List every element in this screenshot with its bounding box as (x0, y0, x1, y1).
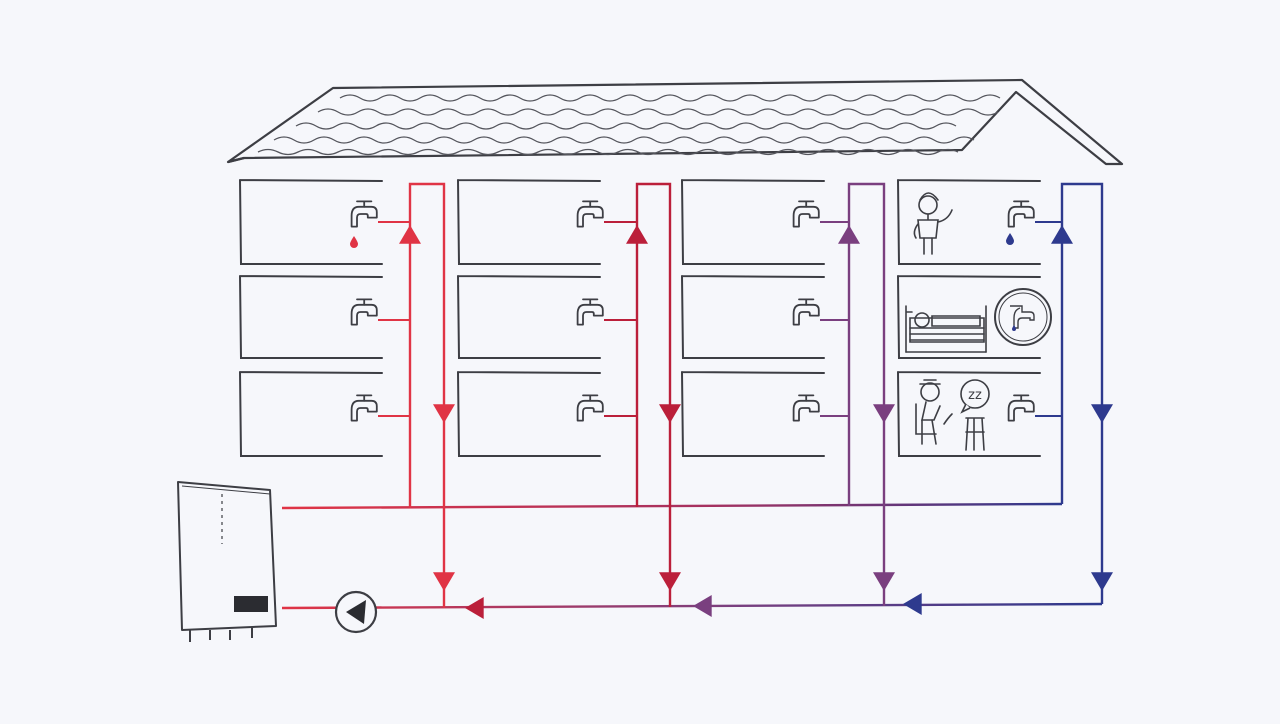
elderly-person-walker-icon (915, 379, 985, 451)
apartment-c1-f1 (239, 371, 383, 457)
speech-bubble-text: zz (968, 388, 982, 403)
tap-group (350, 200, 1035, 422)
down-arrow-column-1-riser (433, 404, 455, 423)
up-arrow-column-4 (1051, 225, 1073, 244)
hot-water-drop (350, 236, 358, 248)
speech-bubble: zz (960, 379, 990, 414)
up-arrow-column-1 (399, 225, 421, 244)
riser-column-3 (847, 182, 886, 606)
woman-waving-icon (913, 192, 953, 255)
pipe-network (281, 182, 1104, 610)
riser-column-2 (635, 182, 672, 607)
water-tap-icon (576, 200, 604, 228)
apartment-c3-f3 (681, 179, 825, 265)
return-main (281, 602, 1103, 610)
apartment-c2-f2 (457, 275, 601, 359)
water-tap-icon (576, 298, 604, 326)
circulation-pump-icon (334, 590, 378, 634)
down-arrow-column-1-drop (433, 572, 455, 591)
water-tap-icon (350, 394, 378, 422)
roof (226, 78, 1124, 166)
apartment-c4-f3 (897, 179, 1041, 265)
water-tap-icon (1007, 394, 1035, 422)
apartment-c1-f2 (239, 275, 383, 359)
sleeping-person-bed-icon (905, 305, 987, 353)
apartment-c3-f1 (681, 371, 825, 457)
left-arrow-return-2 (693, 595, 712, 617)
riser-column-1 (408, 182, 446, 608)
water-tap-icon (792, 394, 820, 422)
water-tap-icon (576, 394, 604, 422)
apartment-c4-f2 (897, 275, 1041, 359)
water-tap-icon (350, 200, 378, 228)
riser-column-4 (1060, 182, 1104, 604)
apartment-grid (239, 179, 1041, 457)
clock-icon (994, 288, 1052, 346)
apartment-c2-f3 (457, 179, 601, 265)
apartment-c2-f1 (457, 371, 601, 457)
down-arrow-column-3-riser (873, 404, 895, 423)
down-arrow-column-4-riser (1091, 404, 1113, 423)
up-arrow-column-3 (838, 225, 860, 244)
water-tap-icon (350, 298, 378, 326)
flow-arrows (399, 225, 1113, 619)
down-arrow-column-4-drop (1091, 572, 1113, 591)
boiler-icon (177, 481, 277, 642)
up-arrow-column-2 (626, 225, 648, 244)
roof-tiles (257, 94, 1001, 156)
cold-water-drop (1006, 233, 1014, 245)
water-tap-icon (792, 200, 820, 228)
down-arrow-column-2-drop (659, 572, 681, 591)
water-tap-icon (792, 298, 820, 326)
hot-supply-main (281, 502, 1063, 510)
down-arrow-column-2-riser (659, 404, 681, 423)
left-arrow-return-3 (903, 593, 922, 615)
water-tap-icon (1007, 200, 1035, 228)
apartment-c1-f3 (239, 179, 383, 265)
apartment-c4-f1 (897, 371, 1041, 457)
apartment-c3-f2 (681, 275, 825, 359)
left-arrow-return-1 (465, 597, 484, 619)
down-arrow-column-3-drop (873, 572, 895, 591)
